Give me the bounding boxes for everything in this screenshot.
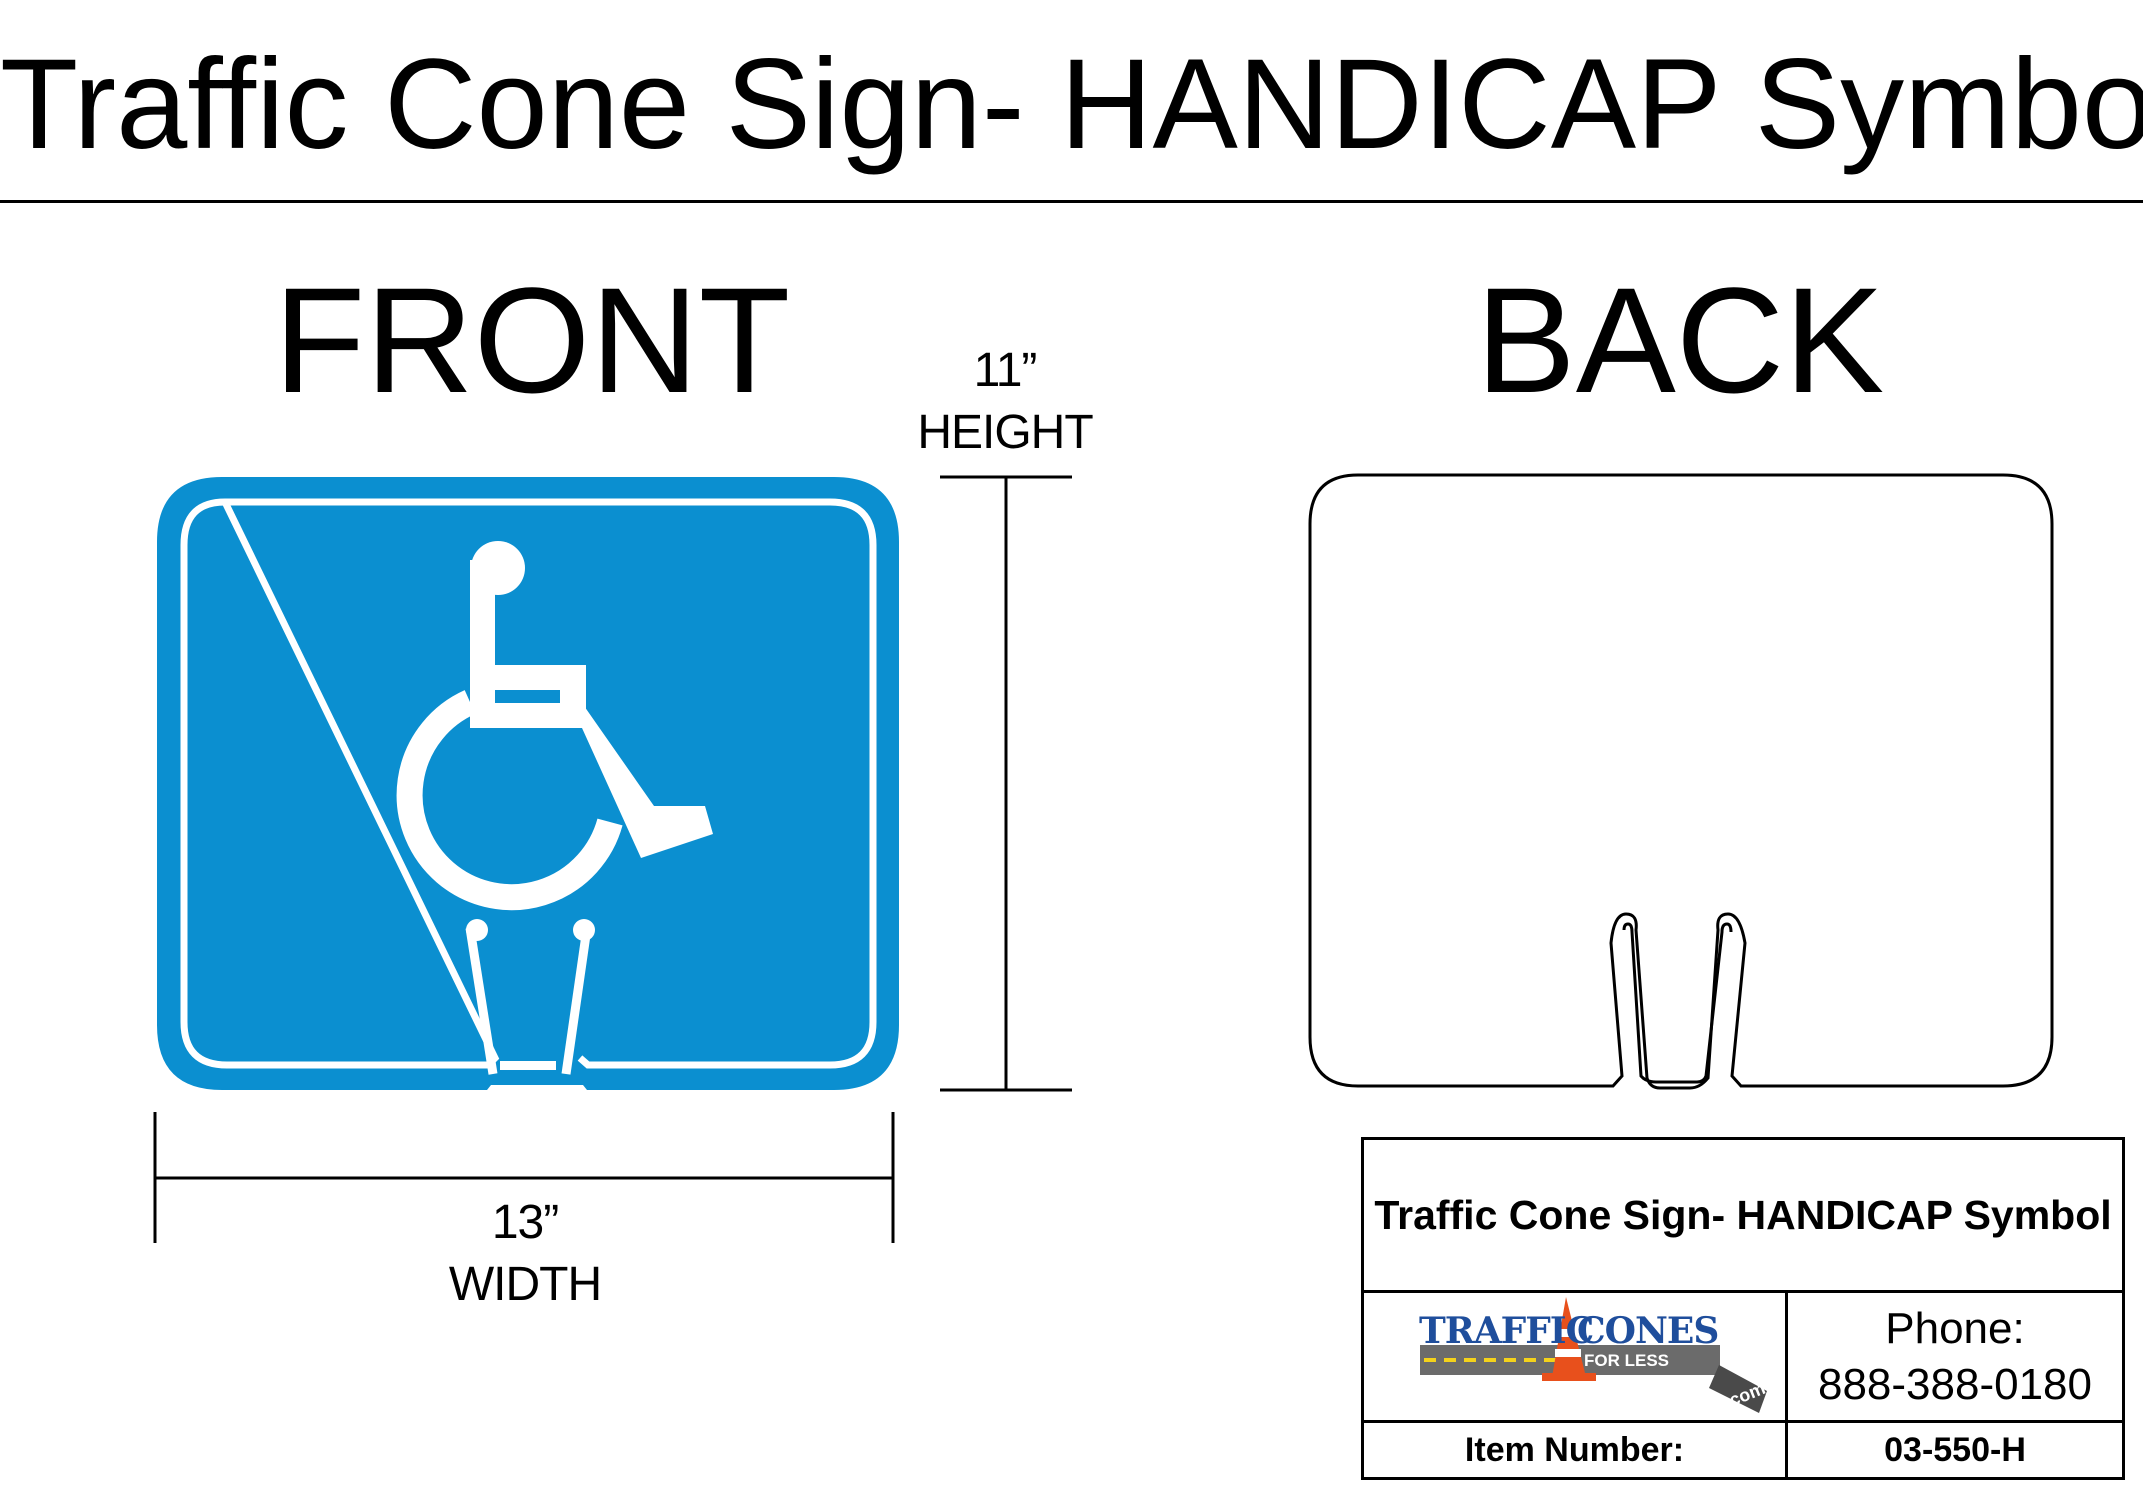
height-dimension-line bbox=[940, 475, 1072, 1092]
width-dimension-label: 13” WIDTH bbox=[340, 1192, 710, 1316]
back-sign-slot-inner bbox=[1622, 922, 1733, 1084]
page-title: Traffic Cone Sign- HANDICAP Symbol bbox=[0, 33, 2143, 176]
back-sign-outline bbox=[1308, 473, 2054, 1090]
cone-slot-left-tip bbox=[466, 919, 488, 941]
back-view-label: BACK bbox=[1475, 256, 1885, 424]
width-dimension-line bbox=[153, 1112, 895, 1243]
item-number-value: 03-550-H bbox=[1884, 1430, 2026, 1469]
height-caption: HEIGHT bbox=[917, 406, 1093, 459]
logo-tagline: FOR LESS bbox=[1584, 1351, 1670, 1370]
width-caption: WIDTH bbox=[448, 1258, 602, 1311]
width-value: 13” bbox=[491, 1196, 559, 1249]
phone-number: 888-388-0180 bbox=[1817, 1359, 2092, 1409]
cone-slot-left-arm bbox=[465, 927, 498, 1075]
title-block: Traffic Cone Sign- HANDICAP Symbol TRAFF… bbox=[1361, 1137, 2125, 1480]
front-view-label: FRONT bbox=[273, 256, 791, 424]
company-logo: TRAFFIC CONES FOR LESS .com bbox=[1364, 1293, 1788, 1423]
wheelchair-accessibility-icon bbox=[396, 541, 713, 911]
front-sign-panel bbox=[157, 477, 899, 1090]
front-sign-border bbox=[180, 498, 877, 1069]
title-divider bbox=[0, 200, 2143, 203]
item-number-label: Item Number: bbox=[1364, 1423, 1788, 1477]
cone-slot-bridge bbox=[500, 1061, 556, 1070]
front-sign bbox=[157, 477, 899, 1090]
logo-word-traffic: TRAFFIC bbox=[1419, 1310, 1594, 1352]
cone-slot-right-tip bbox=[573, 919, 595, 941]
logo-word-cones: CONES bbox=[1577, 1310, 1719, 1352]
title-block-title: Traffic Cone Sign- HANDICAP Symbol bbox=[1364, 1140, 2122, 1293]
phone-label: Phone: bbox=[1885, 1303, 2025, 1353]
logo-graphic bbox=[1420, 1297, 1767, 1413]
height-dimension-label: 11” HEIGHT bbox=[860, 340, 1150, 464]
cone-slot-right-arm bbox=[561, 927, 592, 1075]
cone-slot bbox=[465, 919, 595, 1075]
height-value: 11” bbox=[973, 344, 1038, 397]
phone-cell: Phone: 888-388-0180 bbox=[1788, 1293, 2122, 1423]
